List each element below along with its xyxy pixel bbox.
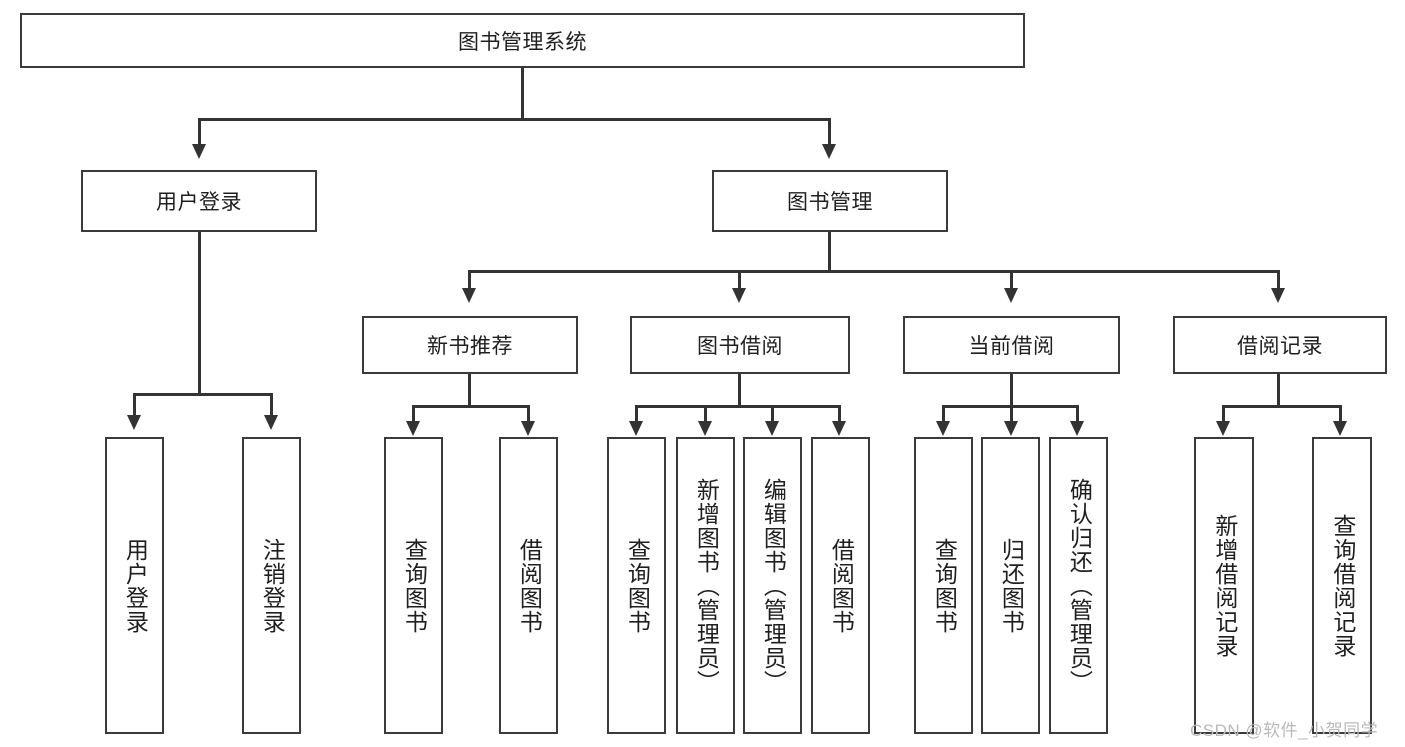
connector-new-book-recommend-stem bbox=[468, 374, 471, 408]
node-label: 当前借阅 bbox=[968, 335, 1055, 358]
node-label: 查询图书 bbox=[401, 537, 428, 634]
node-root-book-management-system[interactable]: 图书管理系统 bbox=[20, 13, 1025, 68]
connector-user-login-drop-1 bbox=[133, 393, 136, 417]
connector-user-login-bus bbox=[133, 393, 273, 396]
arrow-to-leaf-logout bbox=[264, 415, 278, 430]
connector-to-borrow-record bbox=[1277, 270, 1280, 290]
node-label: 编辑图书（管理员） bbox=[760, 477, 787, 694]
connector-current-borrow-stem bbox=[1010, 374, 1013, 408]
arrow-to-leaf-borrow-book-bb bbox=[832, 421, 846, 436]
node-current-borrow[interactable]: 当前借阅 bbox=[903, 316, 1120, 374]
arrow-to-leaf-user-login bbox=[127, 415, 141, 430]
connector-book-management-stem bbox=[828, 232, 831, 272]
node-label: 图书管理 bbox=[787, 191, 873, 214]
arrow-to-leaf-add-book bbox=[698, 421, 712, 436]
connector-bb-drop-2 bbox=[704, 405, 707, 423]
connector-br-drop-1 bbox=[1222, 405, 1225, 423]
leaf-confirm-return[interactable]: 确认归还（管理员） bbox=[1049, 437, 1108, 734]
node-label: 查询图书 bbox=[624, 537, 651, 634]
connector-nbr-drop-1 bbox=[412, 405, 415, 423]
leaf-edit-book[interactable]: 编辑图书（管理员） bbox=[743, 437, 802, 734]
arrow-to-new-book-recommend bbox=[462, 288, 476, 303]
connector-cb-drop-3 bbox=[1076, 405, 1079, 423]
node-label: 新增借阅记录 bbox=[1211, 513, 1238, 658]
node-new-book-recommend[interactable]: 新书推荐 bbox=[362, 316, 578, 374]
leaf-add-book[interactable]: 新增图书（管理员） bbox=[676, 437, 735, 734]
connector-br-drop-2 bbox=[1339, 405, 1342, 423]
node-book-borrow[interactable]: 图书借阅 bbox=[630, 316, 850, 374]
node-label: 图书借阅 bbox=[697, 335, 783, 358]
node-label: 图书管理系统 bbox=[458, 30, 587, 54]
node-label: 查询借阅记录 bbox=[1329, 513, 1356, 658]
connector-root-stem bbox=[521, 68, 524, 120]
connector-bb-drop-3 bbox=[771, 405, 774, 423]
leaf-query-book-bb[interactable]: 查询图书 bbox=[607, 437, 666, 734]
arrow-to-leaf-query-book-nbr bbox=[406, 421, 420, 436]
connector-root-to-user-login bbox=[198, 118, 201, 146]
node-label: 借阅记录 bbox=[1237, 335, 1323, 358]
node-label: 用户登录 bbox=[156, 191, 242, 214]
connector-nbr-drop-2 bbox=[527, 405, 530, 423]
node-label: 新增图书（管理员） bbox=[693, 477, 720, 694]
node-label: 查询图书 bbox=[931, 537, 958, 634]
leaf-return-book[interactable]: 归还图书 bbox=[981, 437, 1040, 734]
connector-root-to-book-management bbox=[828, 118, 831, 146]
node-label: 确认归还（管理员） bbox=[1066, 477, 1093, 694]
node-user-login[interactable]: 用户登录 bbox=[81, 170, 317, 232]
csdn-watermark: CSDN @软件_小贺同学 bbox=[1190, 721, 1379, 740]
connector-to-current-borrow bbox=[1010, 270, 1013, 290]
arrow-to-leaf-return-book bbox=[1004, 421, 1018, 436]
node-label: 注销登录 bbox=[259, 537, 286, 634]
leaf-query-book-nbr[interactable]: 查询图书 bbox=[384, 437, 443, 734]
leaf-add-borrow-record[interactable]: 新增借阅记录 bbox=[1194, 437, 1254, 734]
arrow-to-borrow-record bbox=[1271, 288, 1285, 303]
connector-level3-bus bbox=[468, 270, 1280, 273]
arrow-to-leaf-query-book-bb bbox=[629, 421, 643, 436]
leaf-query-borrow-record[interactable]: 查询借阅记录 bbox=[1312, 437, 1372, 734]
connector-to-new-book-recommend bbox=[468, 270, 471, 290]
arrow-to-book-borrow bbox=[732, 288, 746, 303]
connector-borrow-record-bus bbox=[1222, 405, 1342, 408]
arrow-to-user-login bbox=[192, 144, 206, 159]
connector-bb-drop-1 bbox=[635, 405, 638, 423]
connector-cb-drop-2 bbox=[1010, 405, 1013, 423]
leaf-query-book-cb[interactable]: 查询图书 bbox=[914, 437, 973, 734]
node-label: 新书推荐 bbox=[427, 335, 513, 358]
connector-root-bus bbox=[198, 118, 830, 121]
connector-user-login-drop-2 bbox=[270, 393, 273, 417]
leaf-user-login[interactable]: 用户登录 bbox=[105, 437, 164, 734]
arrow-to-leaf-query-borrow-record bbox=[1333, 421, 1347, 436]
node-label: 借阅图书 bbox=[828, 537, 855, 634]
connector-new-book-recommend-bus bbox=[412, 405, 530, 408]
arrow-to-leaf-borrow-book-nbr bbox=[521, 421, 535, 436]
connector-book-borrow-bus bbox=[635, 405, 841, 408]
connector-borrow-record-stem bbox=[1277, 374, 1280, 408]
node-label: 用户登录 bbox=[122, 537, 149, 634]
connector-bb-drop-4 bbox=[838, 405, 841, 423]
leaf-borrow-book-nbr[interactable]: 借阅图书 bbox=[499, 437, 558, 734]
node-label: 归还图书 bbox=[998, 537, 1025, 634]
node-borrow-record[interactable]: 借阅记录 bbox=[1173, 316, 1387, 374]
leaf-borrow-book-bb[interactable]: 借阅图书 bbox=[811, 437, 870, 734]
arrow-to-leaf-edit-book bbox=[765, 421, 779, 436]
arrow-to-leaf-confirm-return bbox=[1070, 421, 1084, 436]
arrow-to-leaf-query-book-cb bbox=[936, 421, 950, 436]
arrow-to-leaf-add-borrow-record bbox=[1216, 421, 1230, 436]
node-book-management[interactable]: 图书管理 bbox=[712, 170, 948, 232]
arrow-to-book-management bbox=[822, 144, 836, 159]
connector-book-borrow-stem bbox=[738, 374, 741, 408]
node-label: 借阅图书 bbox=[516, 537, 543, 634]
connector-cb-drop-1 bbox=[942, 405, 945, 423]
arrow-to-current-borrow bbox=[1004, 288, 1018, 303]
connector-to-book-borrow bbox=[738, 270, 741, 290]
connector-user-login-stem bbox=[198, 232, 201, 396]
leaf-logout[interactable]: 注销登录 bbox=[242, 437, 301, 734]
